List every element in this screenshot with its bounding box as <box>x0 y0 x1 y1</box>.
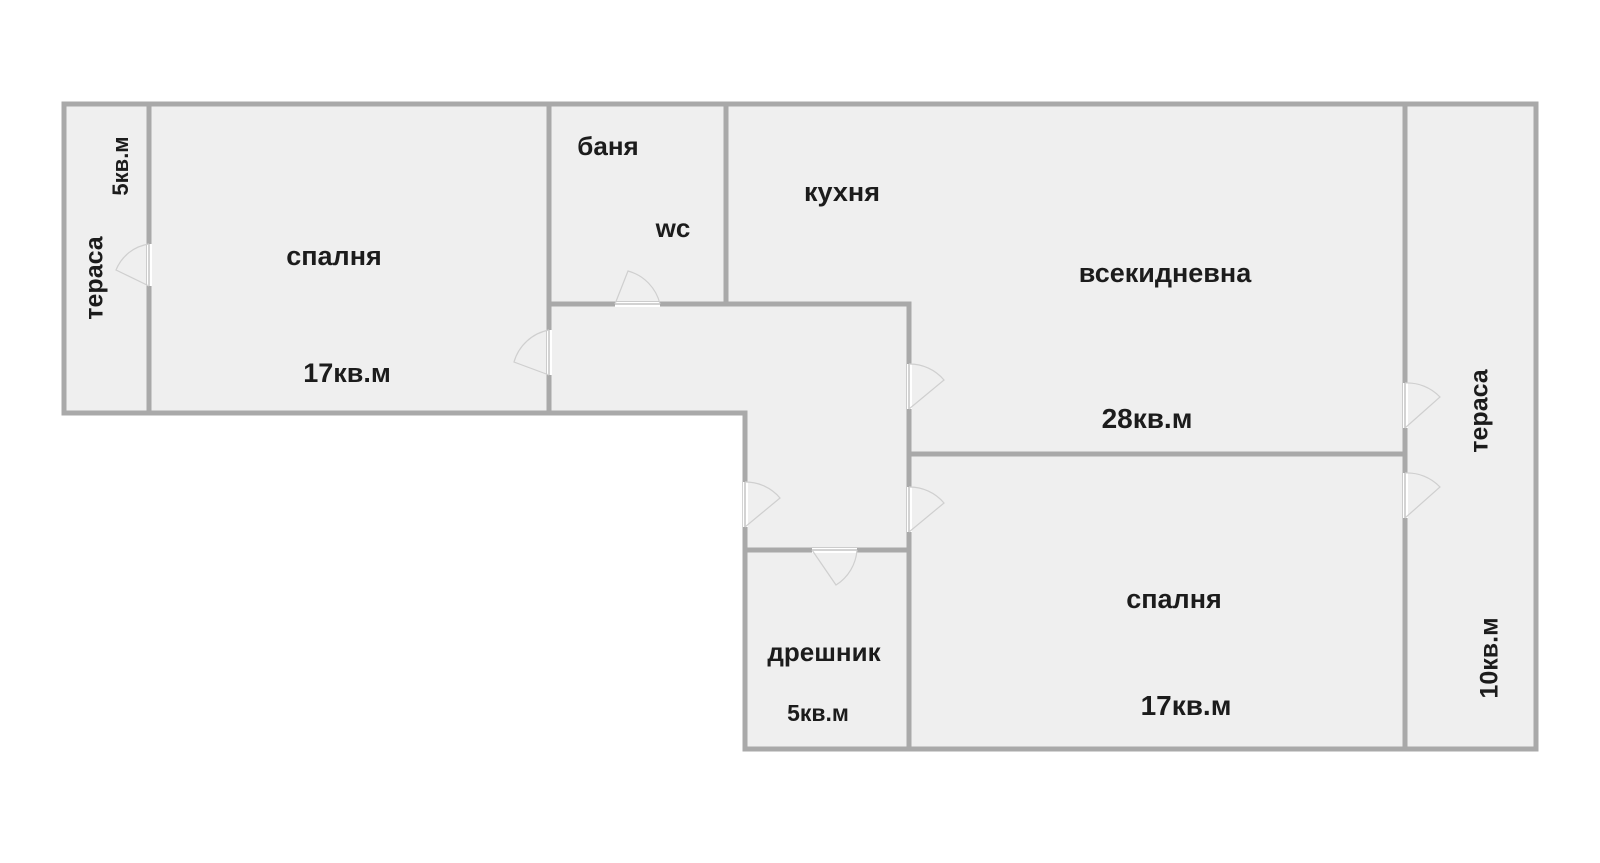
door-terrace-left <box>115 243 152 287</box>
door-corridor-left <box>743 481 781 528</box>
bedroom-right-name: спалня <box>1126 584 1222 614</box>
living-room-name: всекидневна <box>1079 258 1252 288</box>
terrace-left-area: 5кв.м <box>108 136 133 195</box>
door-bathroom <box>614 270 661 307</box>
kitchen-name: кухня <box>804 177 880 207</box>
wardrobe-name: дрешник <box>767 637 881 667</box>
terrace-right-area: 10кв.м <box>1476 617 1504 698</box>
door-living-room <box>907 363 945 410</box>
terrace-right-name: тераса <box>1466 368 1494 453</box>
door-bedroom-right <box>907 486 945 533</box>
bedroom-left-area: 17кв.м <box>303 358 391 388</box>
outer-wall <box>61 101 1539 752</box>
bedroom-left-name: спалня <box>286 241 382 271</box>
bedroom-right-area: 17кв.м <box>1141 690 1232 721</box>
bathroom-wc: wc <box>655 213 691 243</box>
wardrobe-area: 5кв.м <box>787 700 849 726</box>
living-room-area: 28кв.м <box>1102 403 1193 434</box>
bathroom-name: баня <box>577 131 638 161</box>
door-terrace-right-upper <box>1403 382 1441 429</box>
door-terrace-right-lower <box>1403 472 1441 519</box>
door-wardrobe <box>811 548 858 586</box>
doors <box>115 243 1441 586</box>
terrace-left-name: тераса <box>81 235 109 320</box>
room-labels: тераса 5кв.м спалня 17кв.м баня wc кухня… <box>81 131 1504 726</box>
door-bedroom-left <box>513 329 552 376</box>
